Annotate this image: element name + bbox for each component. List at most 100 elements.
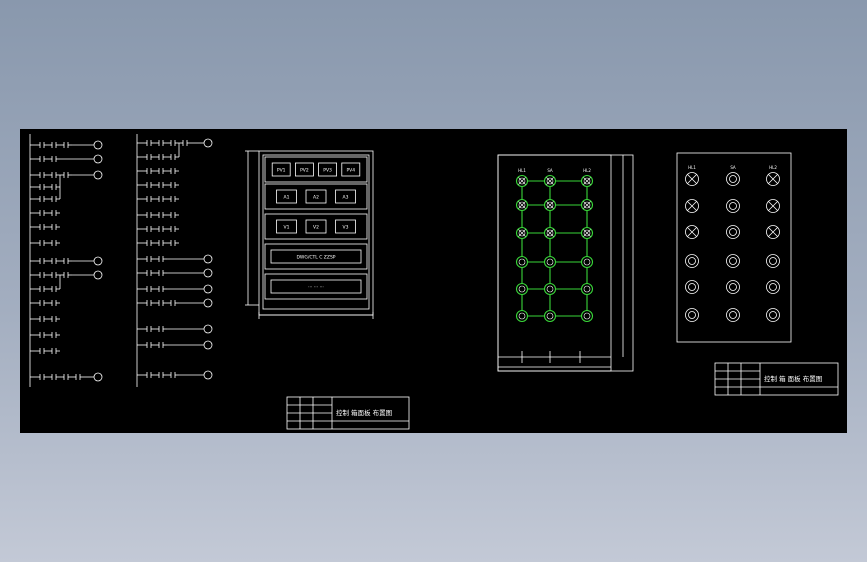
coil-symbol	[203, 340, 213, 350]
panel-lamp-symbol	[766, 199, 780, 213]
panel-row-frame	[264, 183, 368, 210]
lamp-label: HL1	[518, 168, 526, 173]
coil-symbol	[93, 170, 103, 180]
panel-lamp-symbol	[685, 280, 699, 294]
lamp-inner-symbol	[518, 312, 526, 320]
coil-symbol	[203, 298, 213, 308]
panel-lamp-symbol	[726, 225, 740, 239]
panel-lamp-symbol	[766, 280, 780, 294]
meter-label: PV1	[277, 168, 286, 174]
panel-lamp-symbol	[685, 172, 699, 186]
panel-lamp-inner	[729, 175, 737, 183]
panel-lamp-inner	[729, 202, 737, 210]
lamp-cross	[583, 201, 591, 209]
meter-label: PV3	[323, 168, 332, 174]
panel-lamp-inner	[729, 228, 737, 236]
display-label: DWG/CTL C ZZSP	[296, 255, 335, 261]
panel-lamp-inner	[729, 311, 737, 319]
panel-lamp-symbol	[685, 225, 699, 239]
meter-symbol	[294, 162, 314, 177]
meter-label: V1	[284, 225, 290, 231]
lamp-symbol	[580, 255, 594, 269]
meter-symbol	[276, 189, 297, 204]
lamp-inner-symbol	[546, 285, 554, 293]
meter-symbol	[335, 219, 356, 234]
panel-lamp-cross	[687, 201, 697, 211]
meter-symbol	[305, 219, 327, 234]
panel-row-frame	[264, 273, 368, 300]
lamp-panel-outline	[676, 152, 792, 343]
lamp-inner-symbol	[518, 258, 526, 266]
lamp-symbol	[543, 309, 557, 323]
lamp-inner-symbol	[518, 285, 526, 293]
ladder-diagram-middle	[136, 134, 213, 387]
lamp-inner-symbol	[583, 312, 591, 320]
panel-lamp-symbol	[766, 254, 780, 268]
panel-inner-outline	[262, 154, 370, 310]
meter-symbol	[335, 189, 356, 204]
lamp-symbol	[515, 282, 529, 296]
panel-lamp-symbol	[685, 254, 699, 268]
panel-lamp-label: HL1	[688, 165, 696, 170]
lamp-cross	[518, 229, 526, 237]
display-symbol	[270, 249, 362, 264]
panel-lamp-symbol	[766, 172, 780, 186]
coil-symbol	[203, 324, 213, 334]
coil-symbol	[93, 372, 103, 382]
meter-symbol	[318, 162, 338, 177]
lamp-panel-layout: HL1 SA HL2	[676, 152, 792, 343]
coil-symbol	[203, 138, 213, 148]
panel-lamp-label: SA	[730, 165, 736, 170]
panel-lamp-symbol	[685, 308, 699, 322]
display-label: ··· ··· ···	[308, 286, 324, 291]
meter-label: A3	[343, 195, 349, 201]
panel-lamp-label: HL2	[769, 165, 777, 170]
panel-lamp-inner	[769, 311, 777, 319]
panel-lamp-inner	[729, 257, 737, 265]
title-block-1-title: 控制 箱面板 布置图	[336, 408, 392, 417]
panel-lamp-symbol	[685, 199, 699, 213]
lamp-inner-symbol	[546, 258, 554, 266]
lamp-wiring-grid: HL1 SA HL2	[497, 154, 634, 372]
lamp-inner-symbol	[546, 229, 554, 237]
meter-label: A2	[313, 195, 319, 201]
lamp-inner-symbol	[546, 312, 554, 320]
lamp-symbol	[543, 282, 557, 296]
title-block-1: 控制 箱面板 布置图	[286, 396, 410, 430]
panel-lamp-inner	[688, 257, 696, 265]
meter-label: PV2	[300, 168, 309, 174]
lamp-label: SA	[547, 168, 553, 173]
meter-symbol	[341, 162, 361, 177]
lamp-inner-symbol	[583, 229, 591, 237]
panel-lamp-symbol	[766, 308, 780, 322]
panel-lamp-symbol	[726, 308, 740, 322]
lamp-inner-symbol	[546, 201, 554, 209]
lamp-cross	[583, 229, 591, 237]
coil-symbol	[203, 268, 213, 278]
lamp-cross	[518, 177, 526, 185]
panel-lamp-symbol	[726, 280, 740, 294]
lamp-symbol	[515, 309, 529, 323]
lamp-label: HL2	[583, 168, 591, 173]
panel-lamp-cross	[768, 227, 778, 237]
coil-symbol	[93, 270, 103, 280]
meter-label: A1	[284, 195, 290, 201]
lamp-grid-outer-outline	[497, 154, 634, 372]
panel-lamp-cross	[687, 227, 697, 237]
lamp-cross	[546, 201, 554, 209]
panel-row-frame	[264, 243, 368, 270]
panel-lamp-cross	[768, 201, 778, 211]
lamp-cross	[518, 201, 526, 209]
lamp-cross	[546, 177, 554, 185]
lamp-inner-symbol	[583, 258, 591, 266]
coil-symbol	[93, 154, 103, 164]
panel-lamp-inner	[729, 283, 737, 291]
panel-lamp-symbol	[726, 254, 740, 268]
panel-lamp-symbol	[726, 172, 740, 186]
lamp-inner-symbol	[518, 177, 526, 185]
lamp-inner-symbol	[546, 177, 554, 185]
ladder-diagram-left	[29, 134, 103, 387]
meter-label: V3	[343, 225, 349, 231]
panel-lamp-inner	[688, 311, 696, 319]
